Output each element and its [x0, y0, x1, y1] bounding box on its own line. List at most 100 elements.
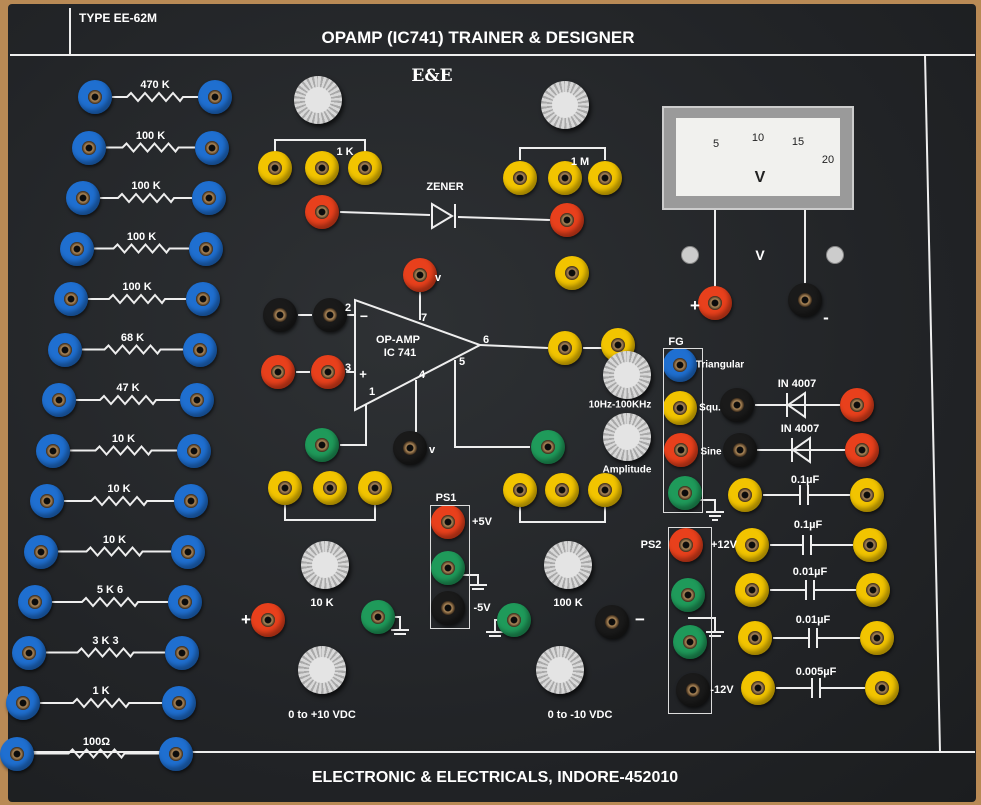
fg-frequency-knob[interactable] [603, 351, 651, 399]
resistor-terminal-left[interactable] [12, 635, 46, 670]
terminal-red[interactable] [669, 528, 703, 562]
resistor-terminal-left[interactable] [66, 181, 100, 215]
terminal-red[interactable] [261, 355, 295, 389]
terminal-green[interactable] [668, 476, 702, 510]
resistor-terminal-right[interactable] [180, 383, 214, 417]
resistor-terminal-right[interactable] [159, 736, 193, 771]
terminal-red[interactable] [845, 433, 879, 467]
terminal-yellow[interactable] [588, 473, 622, 507]
terminal-yellow[interactable] [313, 471, 347, 505]
resistor-terminal-right[interactable] [186, 282, 220, 316]
diode-2-label: IN 4007 [780, 423, 820, 435]
terminal-red[interactable] [403, 258, 437, 292]
resistor-terminal-left[interactable] [60, 231, 94, 266]
terminal-yellow[interactable] [735, 528, 769, 562]
fg-sine-label: Sine [700, 446, 722, 458]
resistor-terminal-left[interactable] [0, 736, 34, 771]
terminal-yellow[interactable] [735, 573, 769, 607]
terminal-red[interactable] [311, 355, 345, 389]
terminal-red[interactable] [305, 195, 339, 229]
terminal-black[interactable] [788, 283, 822, 317]
terminal-yellow[interactable] [856, 573, 890, 607]
terminal-yellow[interactable] [663, 391, 697, 425]
terminal-yellow[interactable] [503, 161, 537, 195]
terminal-black[interactable] [720, 388, 754, 422]
terminal-yellow[interactable] [503, 473, 537, 507]
terminal-yellow[interactable] [728, 478, 762, 512]
terminal-red[interactable] [664, 433, 698, 467]
resistor-terminal-left[interactable] [48, 332, 82, 367]
terminal-red[interactable] [840, 388, 874, 422]
terminal-yellow[interactable] [853, 528, 887, 562]
terminal-black[interactable] [263, 298, 297, 332]
terminal-yellow[interactable] [348, 151, 382, 185]
resistor-terminal-right[interactable] [165, 635, 199, 670]
terminal-green[interactable] [497, 603, 531, 637]
terminal-yellow[interactable] [258, 151, 292, 185]
ps2-box [668, 527, 712, 714]
terminal-yellow[interactable] [548, 161, 582, 195]
resistor-terminal-left[interactable] [72, 130, 106, 165]
terminal-black[interactable] [723, 433, 757, 467]
meter-plus-label: + [690, 296, 700, 315]
resistor-terminal-right[interactable] [183, 332, 217, 367]
fg-amplitude-knob[interactable] [603, 413, 651, 461]
pot-10k-knob[interactable] [301, 541, 349, 589]
terminal-black[interactable] [431, 591, 465, 625]
resistor-terminal-right[interactable] [195, 130, 229, 165]
resistor-terminal-right[interactable] [189, 231, 223, 266]
terminal-yellow[interactable] [555, 256, 589, 290]
ps1-neg-label: -5V [473, 602, 491, 614]
terminal-yellow[interactable] [850, 478, 884, 512]
terminal-yellow[interactable] [860, 621, 894, 655]
terminal-yellow[interactable] [305, 151, 339, 185]
terminal-yellow[interactable] [548, 331, 582, 365]
fg-amplitude-label: Amplitude [602, 464, 652, 476]
terminal-green[interactable] [671, 578, 705, 612]
terminal-red[interactable] [431, 505, 465, 539]
terminal-red[interactable] [550, 203, 584, 237]
terminal-green[interactable] [305, 428, 339, 462]
terminal-red[interactable] [251, 603, 285, 637]
terminal-yellow[interactable] [588, 161, 622, 195]
dc-negative-knob[interactable] [536, 646, 584, 694]
resistor-terminal-left[interactable] [42, 383, 76, 417]
resistor-terminal-right[interactable] [192, 181, 226, 215]
resistor-terminal-right[interactable] [174, 484, 208, 518]
resistor-symbol [70, 444, 177, 457]
terminal-black[interactable] [676, 673, 710, 707]
resistor-terminal-left[interactable] [36, 433, 70, 468]
terminal-green[interactable] [431, 551, 465, 585]
terminal-red[interactable] [698, 286, 732, 320]
resistor-terminal-left[interactable] [78, 80, 112, 114]
resistor-terminal-left[interactable] [24, 534, 58, 569]
resistor-terminal-right[interactable] [177, 433, 211, 468]
terminal-yellow[interactable] [268, 471, 302, 505]
terminal-green[interactable] [361, 600, 395, 634]
resistor-terminal-left[interactable] [54, 282, 88, 316]
terminal-yellow[interactable] [545, 473, 579, 507]
resistor-terminal-left[interactable] [30, 484, 64, 518]
resistor-terminal-left[interactable] [6, 686, 40, 720]
terminal-yellow[interactable] [865, 671, 899, 705]
terminal-black[interactable] [595, 605, 629, 639]
resistor-terminal-right[interactable] [198, 80, 232, 114]
resistor-terminal-right[interactable] [171, 534, 205, 569]
fg-box [663, 348, 703, 513]
dc-positive-knob[interactable] [298, 646, 346, 694]
terminal-yellow[interactable] [358, 471, 392, 505]
resistor-terminal-right[interactable] [162, 686, 196, 720]
pot-1m-knob[interactable] [541, 81, 589, 129]
terminal-blue[interactable] [663, 348, 697, 382]
terminal-black[interactable] [393, 431, 427, 465]
ps2-pos-label: +12V [711, 539, 737, 551]
terminal-green[interactable] [673, 625, 707, 659]
pot-1k-knob[interactable] [294, 76, 342, 124]
resistor-terminal-left[interactable] [18, 585, 52, 619]
terminal-black[interactable] [313, 298, 347, 332]
terminal-green[interactable] [531, 430, 565, 464]
terminal-yellow[interactable] [738, 621, 772, 655]
resistor-terminal-right[interactable] [168, 585, 202, 619]
terminal-yellow[interactable] [741, 671, 775, 705]
pot-100k-knob[interactable] [544, 541, 592, 589]
